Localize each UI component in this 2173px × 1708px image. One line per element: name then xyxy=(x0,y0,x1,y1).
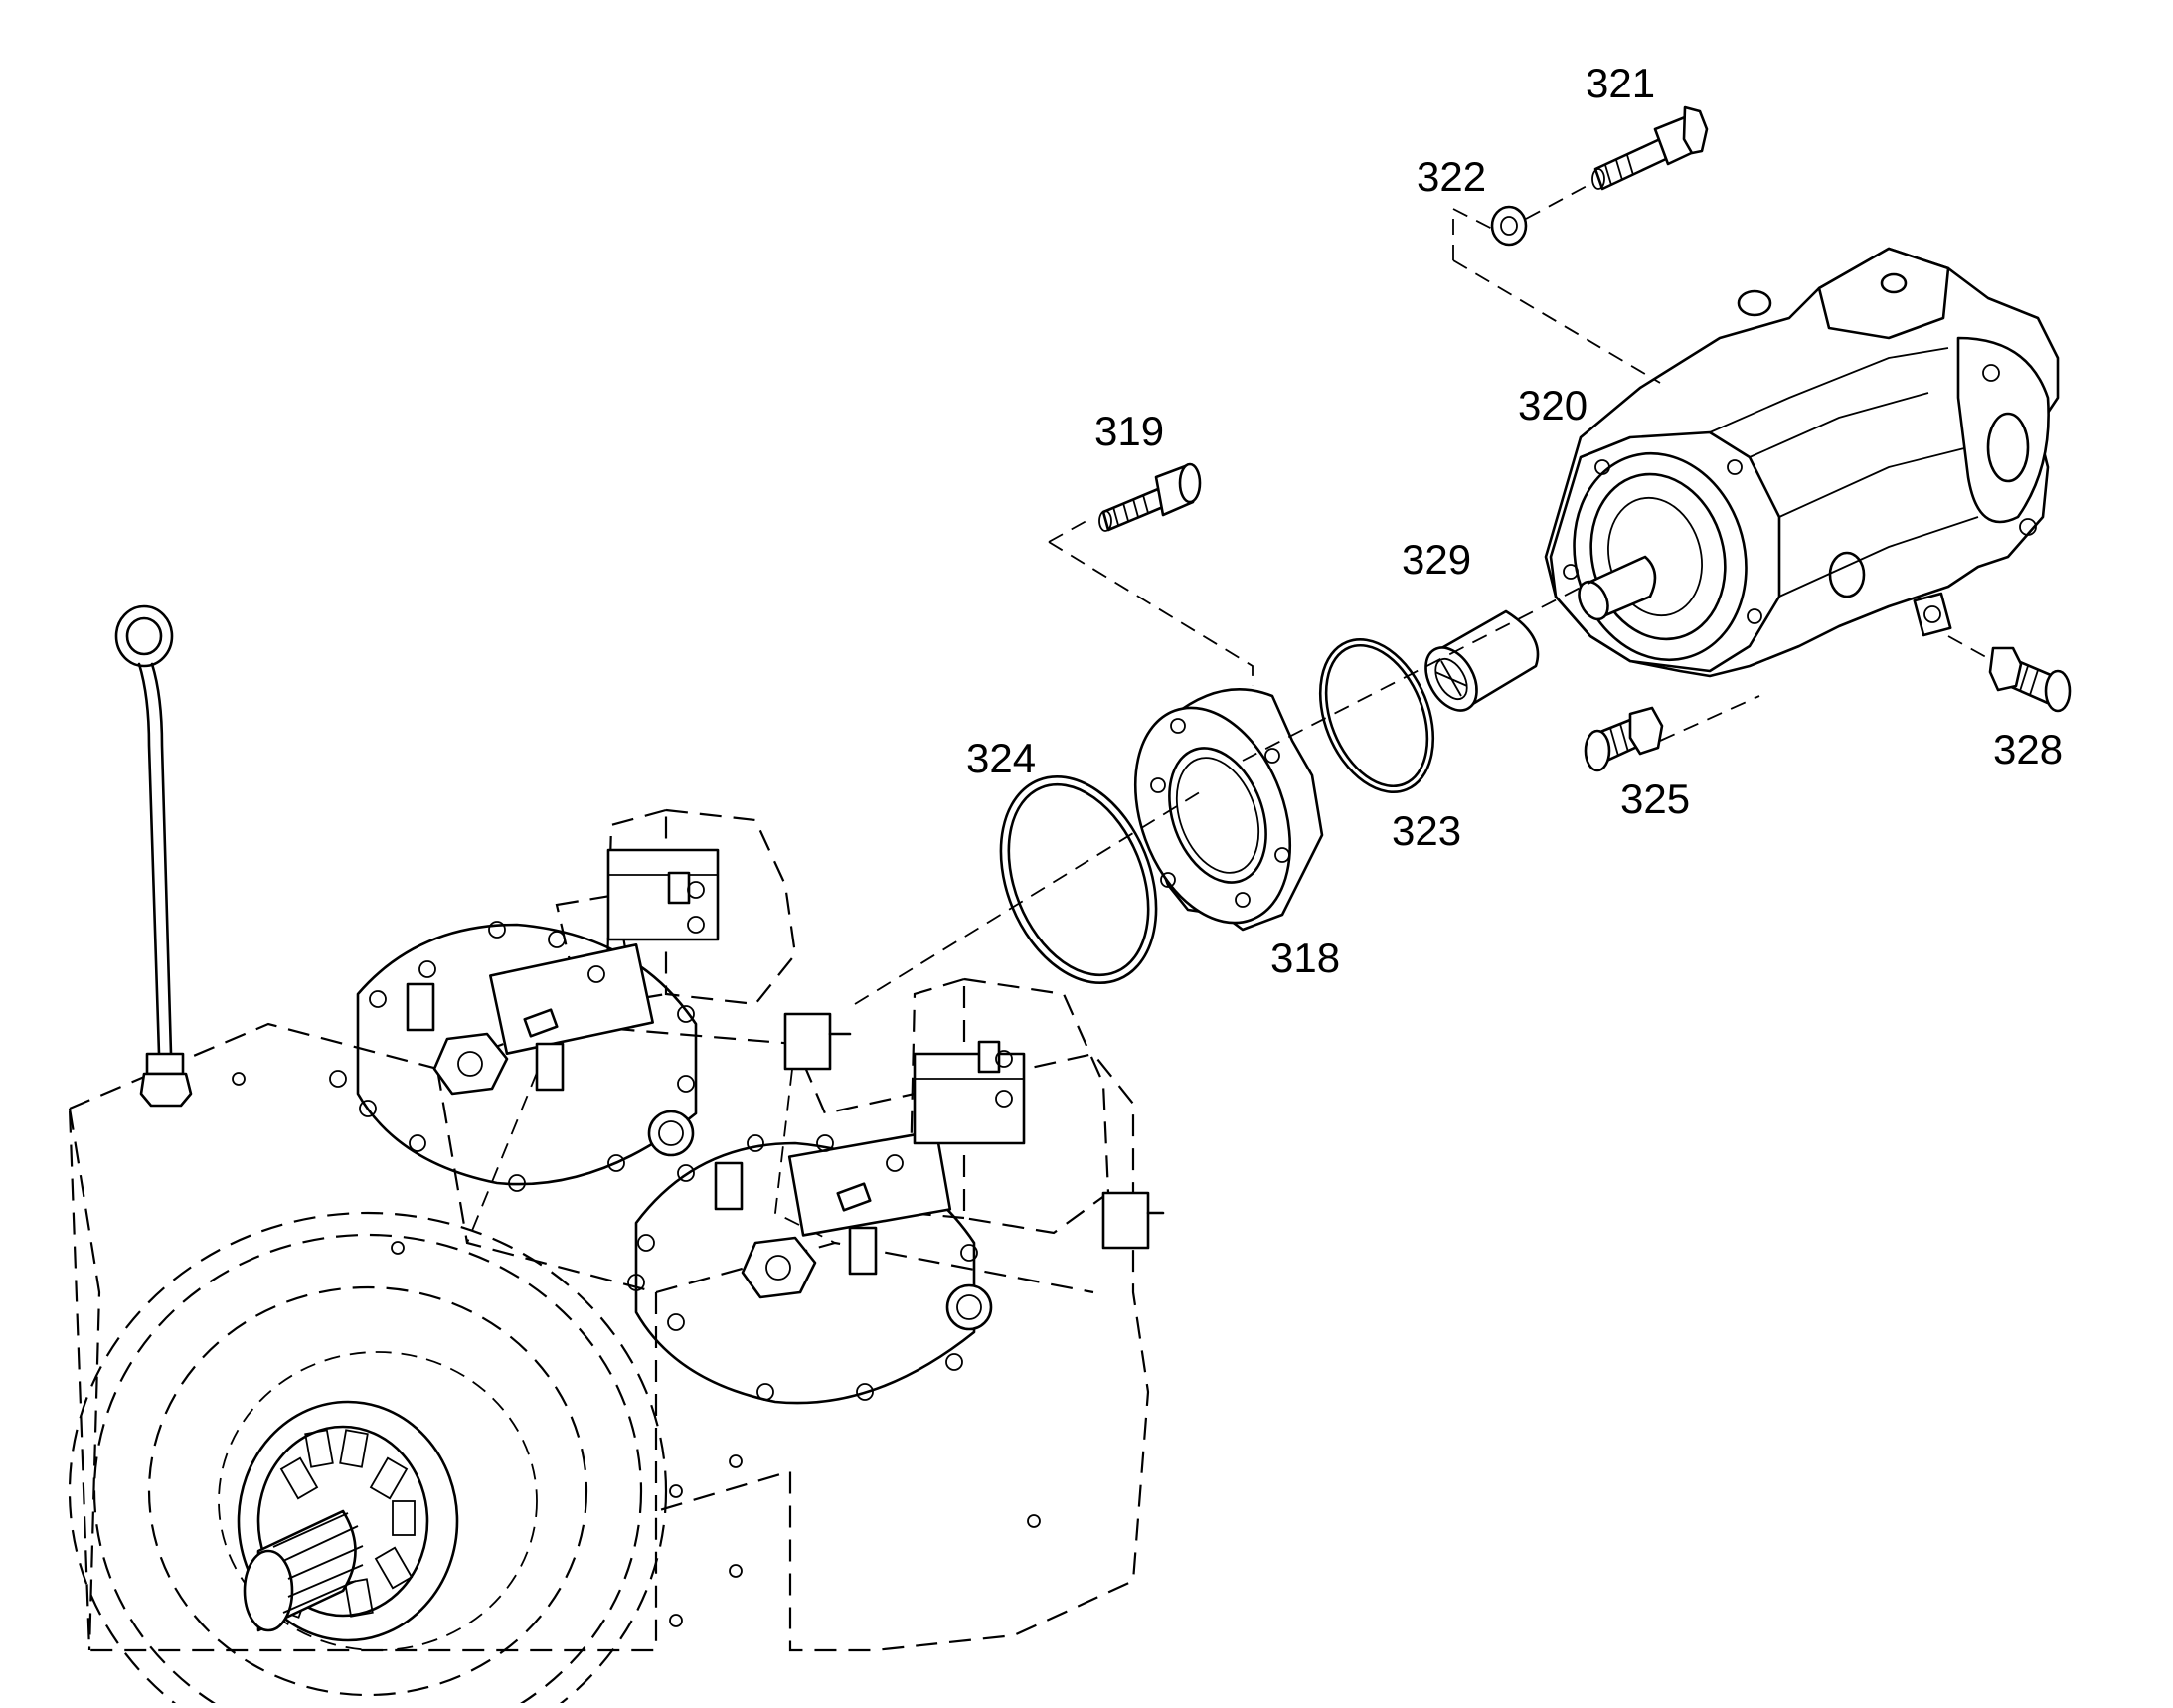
part-321-bolt[interactable] xyxy=(1591,105,1709,191)
control-valve-block-upper xyxy=(356,808,797,1186)
part-labels: 321 322 320 319 329 324 328 325 323 318 xyxy=(966,60,2063,981)
part-319-bolt[interactable] xyxy=(1098,462,1202,532)
assembly-fittings xyxy=(406,871,1001,1331)
coupling-hub xyxy=(237,1400,459,1642)
label-318: 318 xyxy=(1270,935,1340,981)
part-318-flange[interactable] xyxy=(1107,686,1324,944)
label-325: 325 xyxy=(1620,775,1690,822)
label-329: 329 xyxy=(1402,536,1471,583)
label-321: 321 xyxy=(1586,60,1655,106)
flywheel xyxy=(68,1211,668,1708)
part-320-hydraulic-motor[interactable] xyxy=(1544,247,2060,679)
dipstick xyxy=(114,604,193,1108)
part-322-washer[interactable] xyxy=(1490,205,1528,247)
part-325-fitting[interactable] xyxy=(1584,706,1664,772)
part-328-fitting[interactable] xyxy=(1988,646,2072,713)
label-323: 323 xyxy=(1392,807,1461,854)
part-329-bearing-sleeve[interactable] xyxy=(1416,609,1540,719)
label-328: 328 xyxy=(1993,726,2063,772)
label-320: 320 xyxy=(1518,382,1588,428)
control-valve-block-lower xyxy=(634,977,1110,1405)
solenoid-connectors xyxy=(783,1012,1165,1250)
part-323-o-ring[interactable] xyxy=(1299,622,1454,808)
assembly-bolt-holes xyxy=(232,881,1041,1627)
label-324: 324 xyxy=(966,735,1036,781)
assembly-lines xyxy=(854,183,1994,1005)
label-319: 319 xyxy=(1094,408,1164,454)
label-322: 322 xyxy=(1417,153,1486,200)
